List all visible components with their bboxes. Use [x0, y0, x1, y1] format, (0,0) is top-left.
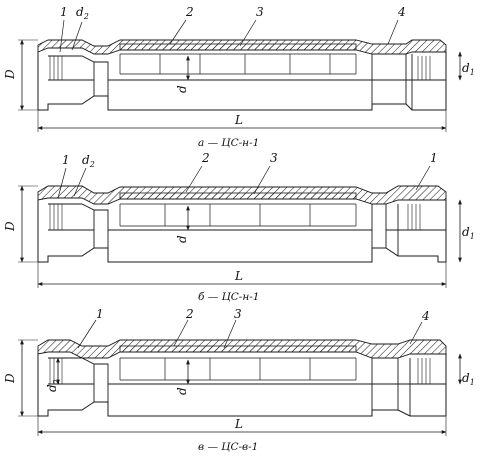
variant-b-d1-label: d1 — [462, 225, 475, 241]
variant-a-d2-label: d2 — [76, 5, 89, 21]
variant-v-callout-3: 3 — [234, 307, 242, 321]
variant-v-body — [37, 339, 447, 417]
variant-b-d-label: d — [175, 235, 189, 243]
variant-a-callout-3: 3 — [256, 5, 264, 19]
variant-b-callout-2: 2 — [201, 151, 210, 165]
variant-a-dimension-lines — [18, 39, 462, 132]
variant-a-d-label: d — [175, 85, 189, 93]
variant-v-dimension-lines — [18, 339, 462, 436]
variant-v-caption: в — ЦС-в-1 — [198, 441, 258, 453]
variant-v-callout-1: 1 — [96, 307, 104, 321]
variant-v-d1-label: d1 — [462, 371, 475, 387]
variant-a-d1-label: d1 — [462, 61, 475, 77]
variant-b-d2-label: d2 — [82, 153, 95, 169]
variant-v-d2-label: d2 — [45, 379, 61, 392]
variant-b-callout-3: 3 — [270, 151, 278, 165]
variant-a-caption: а — ЦС-н-1 — [198, 137, 259, 149]
variant-a-L-label: L — [234, 113, 243, 127]
variant-b-L-label: L — [234, 269, 243, 283]
variant-v-d-label: d — [175, 387, 189, 395]
variant-a-drawing: 1 d2 2 3 4 D d d1 L а — ЦС-н-1 — [3, 5, 475, 149]
variant-v-callout-2: 2 — [185, 307, 194, 321]
variant-b-body — [37, 185, 447, 263]
variant-b-caption: б — ЦС-н-1 — [198, 291, 259, 303]
variant-a-callout-2: 2 — [185, 5, 194, 19]
variant-b-callout-1: 1 — [62, 153, 70, 167]
variant-b-leaders — [57, 165, 431, 199]
variant-b-D-label: D — [3, 221, 17, 232]
variant-v-L-label: L — [234, 417, 243, 431]
variant-a-callout-1: 1 — [60, 5, 68, 19]
variant-v-callout-4: 4 — [421, 309, 430, 323]
variant-v-leaders — [77, 319, 423, 349]
variant-v-drawing: 1 2 3 4 D d2 d d1 L в — ЦС-в-1 — [3, 307, 475, 453]
variant-b-drawing: 1 d2 2 3 1 D d d1 L б — ЦС-н-1 — [3, 151, 475, 303]
variant-v-D-label: D — [3, 373, 17, 384]
variant-a-body — [37, 39, 447, 111]
variant-b-dimension-lines — [18, 185, 462, 288]
variant-a-callout-4: 4 — [397, 5, 406, 19]
variant-b-callout-1-right: 1 — [430, 151, 438, 165]
variant-a-D-label: D — [3, 69, 17, 80]
variant-a-leaders — [59, 19, 399, 53]
